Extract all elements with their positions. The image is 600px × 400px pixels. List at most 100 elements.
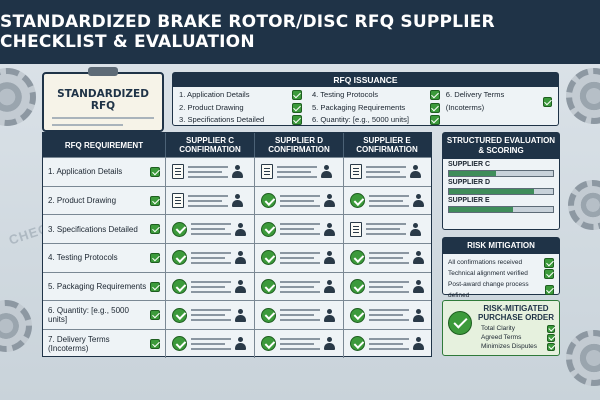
gear-icon xyxy=(0,68,36,126)
list-item: Agreed Terms xyxy=(481,333,555,342)
requirement-label: 5. Packaging Requirements xyxy=(48,282,147,292)
user-icon xyxy=(235,308,246,322)
text-lines-icon xyxy=(280,194,320,207)
text-lines-icon xyxy=(191,309,231,322)
requirement-label: 2. Product Drawing xyxy=(48,196,117,206)
document-icon xyxy=(350,221,362,237)
check-icon xyxy=(150,310,160,321)
risk-mitigation-panel: RISK MITIGATION All confirmations receiv… xyxy=(442,237,560,299)
issuance-item-label: 6. Quantity: [e.g., 5000 units] xyxy=(311,115,410,124)
text-lines-icon xyxy=(280,251,320,264)
check-circle-icon xyxy=(261,307,276,323)
table-body: 1. Application Details 2. Product Drawing… xyxy=(43,157,431,358)
check-circle-icon xyxy=(350,193,365,209)
user-icon xyxy=(413,251,424,265)
score-bar-fill xyxy=(449,189,535,194)
supplier-name: SUPPLIER C xyxy=(448,161,491,168)
check-icon xyxy=(544,257,554,268)
requirement-cell: 2. Product Drawing xyxy=(43,186,166,215)
check-icon xyxy=(547,324,555,333)
issuance-item-label: 4. Testing Protocols xyxy=(311,90,379,99)
document-line xyxy=(52,117,154,119)
text-lines-icon xyxy=(280,223,320,236)
supplier-c-confirmation-cell xyxy=(166,301,255,330)
check-icon xyxy=(544,285,554,295)
issuance-item-label: 3. Specifications Detailed xyxy=(179,115,265,124)
supplier-e-confirmation-cell xyxy=(344,330,430,358)
supplier-e-confirmation-cell xyxy=(344,215,430,243)
user-icon xyxy=(324,337,335,351)
check-circle-icon xyxy=(350,250,365,266)
text-lines-icon xyxy=(188,194,228,207)
issuance-item: 6. Quantity: [e.g., 5000 units] xyxy=(312,114,440,127)
user-icon xyxy=(413,194,424,208)
column-header: SUPPLIER C CONFIRMATION xyxy=(166,133,255,157)
user-icon xyxy=(413,337,424,351)
supplier-score: SUPPLIER D xyxy=(443,177,559,195)
user-icon xyxy=(324,194,335,208)
check-icon xyxy=(150,195,160,206)
issuance-item: 6. Delivery Terms (Incoterms) xyxy=(446,89,552,114)
table-row: 5. Packaging Requirements xyxy=(43,271,431,301)
issuance-item-label: 5. Packaging Requirements xyxy=(311,102,406,112)
check-circle-icon xyxy=(261,193,276,209)
supplier-d-confirmation-cell xyxy=(255,272,344,301)
user-icon xyxy=(235,251,246,265)
check-circle-icon xyxy=(172,307,187,323)
document-line xyxy=(52,124,124,126)
text-lines-icon xyxy=(277,165,317,178)
supplier-d-confirmation-cell xyxy=(255,330,344,358)
rfq-issuance-panel: RFQ ISSUANCE 1. Application Details 2. P… xyxy=(172,72,559,126)
table-row: 1. Application Details xyxy=(43,157,431,186)
table-row: 7. Delivery Terms (Incoterms) xyxy=(43,329,431,358)
gear-icon xyxy=(566,330,600,386)
issuance-column: 4. Testing Protocols 5. Packaging Requir… xyxy=(312,89,440,127)
requirement-cell: 3. Specifications Detailed xyxy=(43,215,166,244)
supplier-c-confirmation-cell xyxy=(166,330,255,358)
check-icon xyxy=(150,166,160,177)
list-item: Total Clarity xyxy=(481,324,555,333)
supplier-e-confirmation-cell xyxy=(344,158,430,186)
user-icon xyxy=(235,280,246,294)
supplier-c-confirmation-cell xyxy=(166,158,255,186)
check-icon xyxy=(291,115,302,126)
user-icon xyxy=(324,280,335,294)
table-header-row: RFQ REQUIREMENT SUPPLIER C CONFIRMATION … xyxy=(43,133,431,157)
column-header: RFQ REQUIREMENT xyxy=(43,133,166,157)
column-header: SUPPLIER D CONFIRMATION xyxy=(255,133,344,157)
user-icon xyxy=(232,165,243,179)
supplier-score: SUPPLIER C xyxy=(443,159,559,177)
supplier-d-confirmation-cell xyxy=(255,186,344,215)
text-lines-icon xyxy=(369,280,409,293)
column-header: SUPPLIER E CONFIRMATION xyxy=(356,136,418,154)
issuance-item-label: 2. Product Drawing xyxy=(179,102,244,112)
text-lines-icon xyxy=(366,165,406,178)
supplier-e-confirmation-cell xyxy=(344,301,430,329)
check-icon xyxy=(542,96,552,107)
text-lines-icon xyxy=(191,337,231,350)
issuance-item: 5. Packaging Requirements xyxy=(312,102,440,115)
issuance-item: 2. Product Drawing xyxy=(179,102,302,115)
text-lines-icon xyxy=(191,223,231,236)
supplier-name: SUPPLIER D xyxy=(448,179,491,186)
check-icon xyxy=(150,224,160,235)
purchase-order-title: RISK-MITIGATED PURCHASE ORDER xyxy=(477,304,554,322)
supplier-d-confirmation-cell xyxy=(255,301,344,330)
check-circle-icon xyxy=(350,307,365,323)
check-circle-icon xyxy=(172,221,187,237)
po-item-label: Agreed Terms xyxy=(481,334,522,341)
table-row: 4. Testing Protocols xyxy=(43,243,431,272)
check-circle-icon xyxy=(350,279,365,295)
check-icon xyxy=(150,281,160,292)
scoring-header: STRUCTURED EVALUATION & SCORING xyxy=(443,133,559,159)
list-item: All confirmations received xyxy=(448,257,554,268)
check-icon xyxy=(291,102,302,113)
user-icon xyxy=(410,165,421,179)
risk-mitigation-header: RISK MITIGATION xyxy=(443,238,559,254)
check-circle-icon xyxy=(172,279,187,295)
text-lines-icon xyxy=(191,251,231,264)
check-icon xyxy=(429,102,440,113)
check-icon xyxy=(150,252,160,263)
supplier-c-confirmation-cell xyxy=(166,244,255,272)
check-icon xyxy=(547,333,555,342)
